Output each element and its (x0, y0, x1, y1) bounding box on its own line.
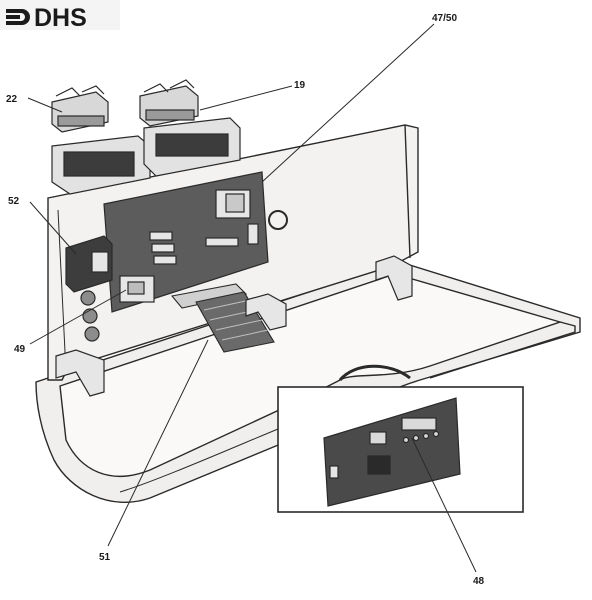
leader-49 (29, 289, 127, 345)
hinge-clips (55, 255, 413, 397)
leader-52 (29, 201, 77, 255)
relay-component (65, 235, 113, 293)
element-brackets (51, 117, 241, 195)
logo-text: DHS (34, 4, 87, 32)
callout-49: 49 (14, 344, 26, 355)
callout-48: 48 (473, 576, 485, 587)
leader-lines (27, 23, 477, 573)
display-panel-inset (277, 386, 524, 513)
callout-51: 51 (99, 552, 111, 563)
terminal-block-19 (139, 79, 199, 127)
terminal-block-22 (51, 85, 109, 133)
logo-mark-icon (6, 9, 30, 25)
dhs-logo: DHS (0, 0, 120, 32)
leader-51 (107, 339, 209, 547)
ribbon-cable (170, 283, 275, 353)
leader-22 (27, 97, 63, 113)
leader-4750 (261, 23, 435, 183)
callout-22: 22 (6, 94, 18, 105)
leader-48 (411, 437, 477, 573)
callout-4750: 47/50 (432, 13, 457, 24)
leader-19 (199, 85, 293, 111)
callout-19: 19 (294, 80, 306, 91)
callout-52: 52 (8, 196, 20, 207)
